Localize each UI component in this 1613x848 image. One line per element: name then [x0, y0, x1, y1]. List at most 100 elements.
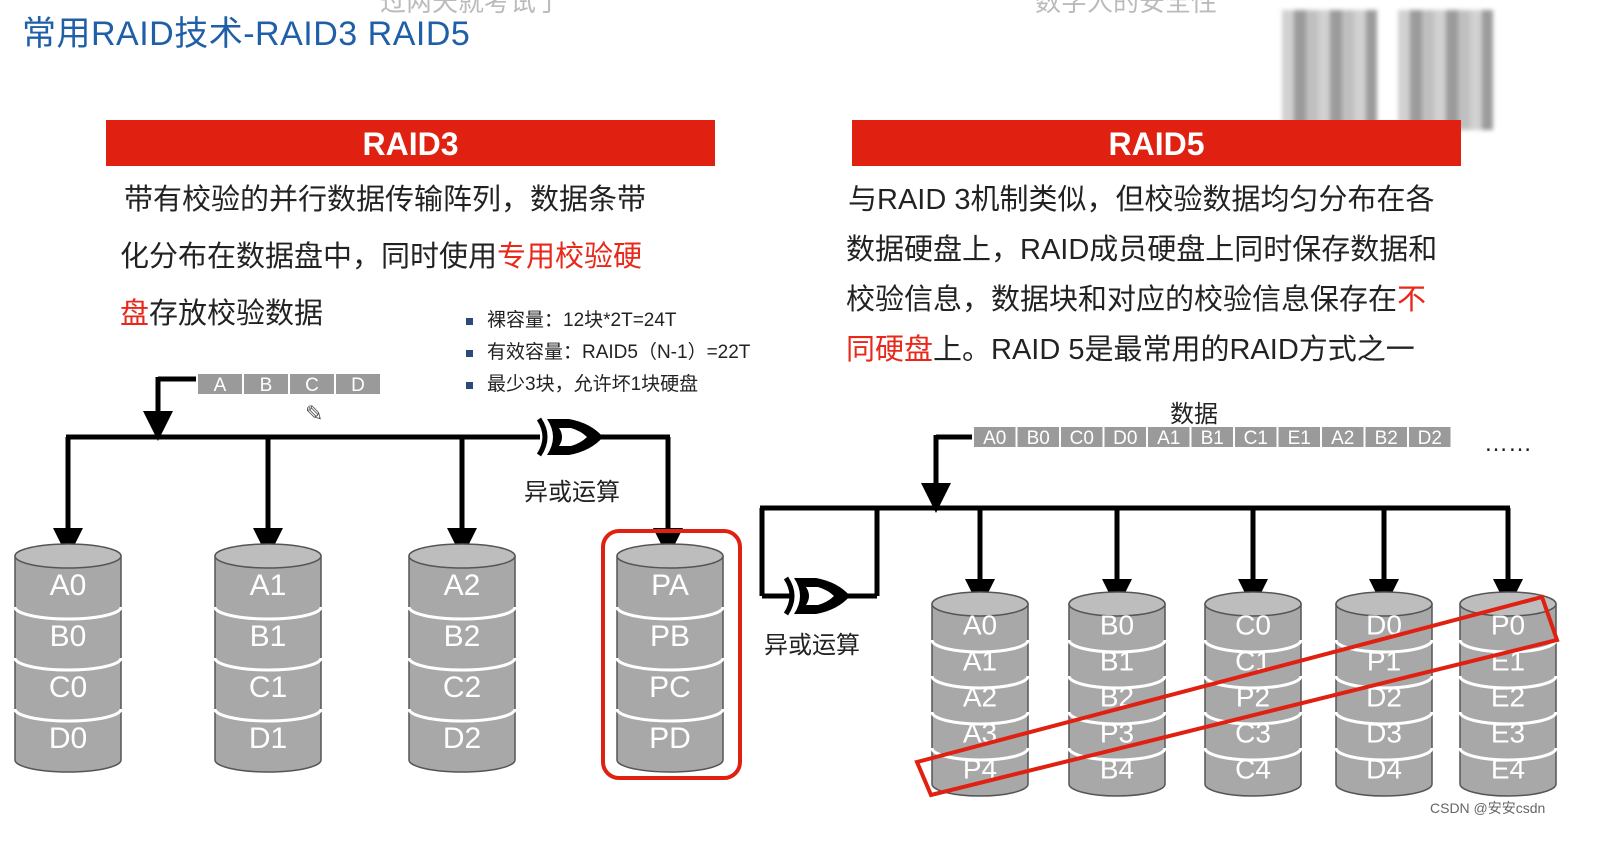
- raid5-strip-cell: [1407, 425, 1453, 449]
- disk-top: [931, 591, 1029, 617]
- raid3-strip-label: D: [351, 375, 365, 396]
- watermark: CSDN @安安csdn: [1430, 800, 1546, 816]
- disk-divider: [1334, 711, 1434, 726]
- raid5-strip-label: A2: [1331, 428, 1354, 449]
- disk-divider: [1334, 639, 1434, 654]
- raid5-strip-label: D2: [1418, 428, 1442, 449]
- disk-top: [616, 543, 724, 569]
- disk-divider: [1458, 747, 1558, 762]
- raid5-xor-label: 异或运算: [764, 632, 860, 659]
- disk-divider: [1458, 675, 1558, 690]
- disk-body: [1204, 603, 1302, 797]
- disk-label: D2: [443, 722, 481, 755]
- bullet-item: 最少3块，允许坏1块硬盘: [466, 369, 750, 401]
- disk-label: E2: [1491, 682, 1525, 713]
- faded-top-text-1: 过两天就考试了: [380, 0, 563, 17]
- raid5-disks: A0A1A2A3P4B0B1B2P3B4C0C1P2C3C4D0P1D2D3D4…: [930, 591, 1558, 797]
- disk-top: [214, 543, 322, 569]
- disk-label: PB: [650, 620, 690, 653]
- raid5-connection-lines: [759, 434, 1523, 616]
- raid5-xor-gate: [783, 576, 850, 616]
- raid3-desc-line1: 带有校验的并行数据传输阵列，数据条带: [124, 184, 647, 216]
- disk-divider: [407, 708, 517, 723]
- xor-gate-hole: [806, 587, 834, 605]
- disk-body: [1068, 603, 1166, 797]
- raid5-strip-label: C0: [1070, 428, 1094, 449]
- raid5-strip-label: A0: [983, 428, 1006, 449]
- cursor-icon: ✎: [305, 401, 323, 426]
- disk-label: C0: [49, 671, 87, 704]
- raid5-parity-highlight-band: [914, 594, 1560, 798]
- disk-top: [1068, 591, 1166, 617]
- disk-label: C2: [443, 671, 481, 704]
- disk-label: E3: [1491, 718, 1525, 749]
- disk-label: A2: [444, 569, 481, 602]
- disk-label: A0: [50, 569, 87, 602]
- disk-divider: [1067, 675, 1167, 690]
- disk-divider: [615, 657, 725, 672]
- disk-label: B4: [1100, 754, 1134, 785]
- raid5-strip-label: B1: [1201, 428, 1224, 449]
- disk-divider: [930, 747, 1030, 762]
- disk-divider: [1203, 639, 1303, 654]
- disk-label: PC: [649, 671, 691, 704]
- raid5-desc-line2: 数据硬盘上，RAID成员硬盘上同时保存数据和: [846, 234, 1438, 266]
- raid5-banner: RAID5: [852, 120, 1461, 166]
- raid5-strip-label: C1: [1244, 428, 1268, 449]
- raid3-xor-label: 异或运算: [524, 479, 620, 506]
- raid5-data-label: 数据: [1170, 401, 1218, 428]
- raid5-strip-label: E1: [1288, 428, 1311, 449]
- disk-label: A1: [250, 569, 287, 602]
- raid5-desc-line3: 校验信息，数据块和对应的校验信息保存在不: [846, 284, 1427, 316]
- disk-body: [931, 603, 1029, 797]
- disk-divider: [13, 657, 123, 672]
- disk-divider: [407, 657, 517, 672]
- disk-divider: [213, 657, 323, 672]
- disk-body: [1335, 603, 1433, 797]
- disk-label: C3: [1235, 718, 1271, 749]
- raid5-ellipsis: ……: [1484, 430, 1532, 457]
- raid5-desc-line4: 同硬盘上。RAID 5是最常用的RAID方式之一: [846, 334, 1415, 366]
- disk-label: D4: [1366, 754, 1402, 785]
- raid3-xor-gate: [536, 417, 603, 457]
- disk-divider: [930, 711, 1030, 726]
- disk-divider: [213, 606, 323, 621]
- disk-label: P1: [1367, 646, 1401, 677]
- disk-divider: [13, 606, 123, 621]
- disk-label: PA: [651, 569, 689, 602]
- disk-divider: [1334, 747, 1434, 762]
- disk-divider: [930, 675, 1030, 690]
- raid3-banner: RAID3: [106, 120, 715, 166]
- disk-label: B1: [250, 620, 287, 653]
- xor-gate-back: [783, 576, 795, 616]
- disk-divider: [1203, 711, 1303, 726]
- disk-label: E4: [1491, 754, 1525, 785]
- raid3-desc-line3: 盘存放校验数据: [120, 298, 324, 330]
- blurred-thumbnail-1: [1282, 10, 1377, 130]
- disk-divider: [1203, 675, 1303, 690]
- disk-label: B1: [1100, 646, 1134, 677]
- disk-label: C1: [249, 671, 287, 704]
- raid5-strip-label: A1: [1157, 428, 1180, 449]
- raid3-strip-cell: [334, 372, 382, 396]
- bullet-item: 有效容量：RAID5（N-1）=22T: [466, 337, 750, 369]
- disk-divider: [615, 708, 725, 723]
- raid5-strip-label: B2: [1375, 428, 1398, 449]
- disk-divider: [615, 606, 725, 621]
- disk-label: P3: [1100, 718, 1134, 749]
- disk-divider: [407, 606, 517, 621]
- disk-divider: [1067, 711, 1167, 726]
- disk-label: P0: [1491, 610, 1525, 641]
- xor-gate-back: [536, 417, 548, 457]
- raid5-strip-label: B0: [1027, 428, 1050, 449]
- capacity-bullets: 裸容量：12块*2T=24T 有效容量：RAID5（N-1）=22T 最少3块，…: [466, 305, 750, 401]
- raid3-parity-highlight-box: [601, 529, 742, 780]
- disk-label: A2: [963, 682, 997, 713]
